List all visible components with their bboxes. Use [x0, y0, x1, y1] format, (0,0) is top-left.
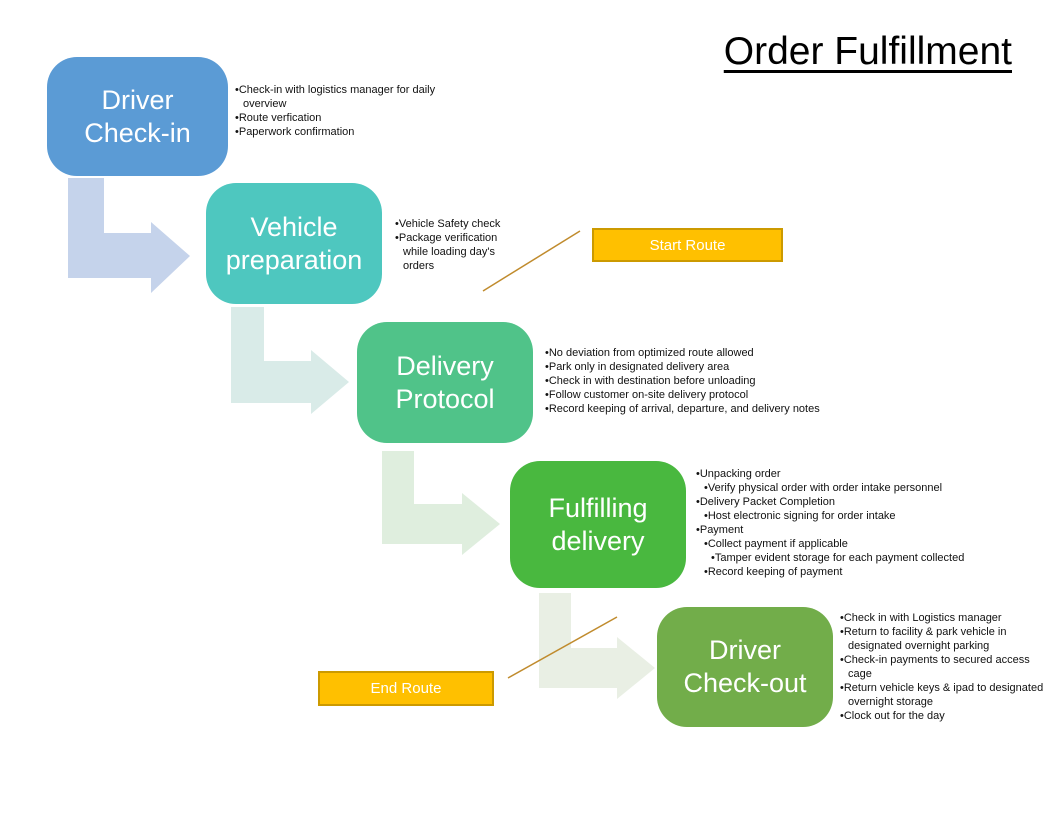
end-route-label: End Route: [370, 680, 442, 697]
bullet-item: •Return to facility & park vehicle in de…: [840, 626, 1007, 652]
bent-arrow-1: [68, 178, 190, 293]
bent-arrow-2: [231, 307, 349, 414]
page-title: Order Fulfillment: [723, 30, 1012, 73]
bullet-item: •Verify physical order with order intake…: [704, 482, 943, 494]
node-fulfilling-delivery: Fulfilling delivery: [510, 461, 686, 588]
bullet-item: •Delivery Packet Completion: [696, 496, 835, 508]
node-delivery-protocol: Delivery Protocol: [357, 322, 533, 443]
bullet-item: •Follow customer on-site delivery protoc…: [545, 389, 749, 401]
bent-arrow-3: [382, 451, 500, 555]
vehicle-preparation-bullet-list: •Vehicle Safety check •Package verificati…: [395, 217, 513, 273]
bullet-item: •Return vehicle keys & ipad to designate…: [840, 682, 1044, 708]
node-label: Driver Check-in: [84, 84, 191, 148]
bullet-item: •Check-in with logistics manager for dai…: [235, 84, 436, 110]
bullet-item: •Tamper evident storage for each payment…: [711, 552, 965, 564]
node-driver-check-out: Driver Check-out: [657, 607, 833, 727]
node-label: Driver Check-out: [683, 635, 807, 698]
bullet-item: •Clock out for the day: [840, 710, 945, 722]
bullet-item: •Unpacking order: [696, 468, 781, 480]
end-route-button[interactable]: End Route: [318, 671, 494, 706]
node-label: Fulfilling delivery: [548, 492, 648, 556]
start-route-line: [482, 230, 581, 292]
node-vehicle-preparation: Vehicle preparation: [206, 183, 382, 304]
node-driver-check-in: Driver Check-in: [47, 57, 228, 176]
bullet-item: •No deviation from optimized route allow…: [545, 347, 754, 359]
fulfilling-delivery-bullet-list: •Unpacking order •Verify physical order w…: [696, 467, 998, 579]
bullet-item: •Package verification while loading day'…: [395, 232, 498, 272]
bullet-item: •Record keeping of arrival, departure, a…: [545, 403, 820, 415]
node-label: Delivery Protocol: [395, 350, 495, 414]
driver-check-in-bullet-list: •Check-in with logistics manager for dai…: [235, 83, 467, 139]
bullet-item: •Paperwork confirmation: [235, 126, 355, 138]
start-route-button[interactable]: Start Route: [592, 228, 783, 262]
bullet-item: •Vehicle Safety check: [395, 218, 501, 230]
delivery-protocol-bullet-list: •No deviation from optimized route allow…: [545, 346, 861, 416]
bent-arrow-4: [539, 593, 655, 699]
bullet-item: •Route verfication: [235, 112, 322, 124]
start-route-label: Start Route: [649, 236, 726, 254]
bullet-item: •Record keeping of payment: [704, 566, 843, 578]
bullet-item: •Check in with destination before unload…: [545, 375, 756, 387]
bullet-item: •Park only in designated delivery area: [545, 361, 730, 373]
bullet-item: •Check in with Logistics manager: [840, 612, 1002, 624]
bullet-item: •Check-in payments to secured access cag…: [840, 654, 1030, 680]
node-label: Vehicle preparation: [225, 211, 363, 275]
driver-check-out-bullet-list: •Check in with Logistics manager •Return …: [840, 611, 1056, 723]
bullet-item: •Host electronic signing for order intak…: [704, 510, 896, 522]
bullet-item: •Collect payment if applicable: [704, 538, 848, 550]
bullet-item: •Payment: [696, 524, 744, 536]
end-route-line: [507, 616, 618, 679]
